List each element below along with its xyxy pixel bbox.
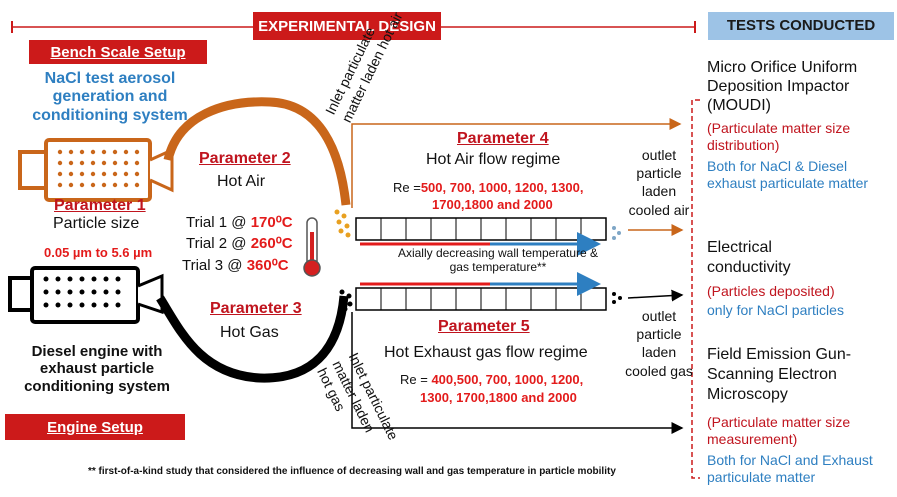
param1-name: Particle size <box>53 215 140 232</box>
param4-re: Re =500, 700, 1000, 1200, 1300, <box>393 180 584 195</box>
engine-setup-label: Engine Setup <box>47 418 143 436</box>
engine-setup-banner: Engine Setup <box>5 414 185 440</box>
gas-test-section <box>355 287 607 311</box>
test-moudi-scope: Both for NaCl & Diesel exhaust particula… <box>707 158 869 191</box>
param3-name: Hot Gas <box>220 324 279 341</box>
outlet-air-label: outlet particle laden cooled air <box>628 147 690 218</box>
test-moudi-name: Micro Orifice Uniform Deposition Impacto… <box>707 59 858 115</box>
bench-setup-banner: Bench Scale Setup <box>29 40 207 64</box>
test-moudi-purpose: (Particulate matter size distribution) <box>707 120 851 153</box>
param4-re-line2: 1700,1800 and 2000 <box>432 197 553 212</box>
param4-title: Parameter 4 <box>457 130 549 147</box>
test-fegsem-scope: Both for NaCl and Exhaust particulate ma… <box>707 452 873 485</box>
test-conductivity-purpose: (Particles deposited) <box>707 283 835 299</box>
outlet-gas-particles <box>612 292 622 304</box>
diesel-particles <box>43 276 121 308</box>
param1-range: 0.05 µm to 5.6 µm <box>44 245 153 260</box>
param2-name: Hot Air <box>217 173 266 190</box>
param4-name: Hot Air flow regime <box>426 151 561 168</box>
arrow-to-moudi <box>351 118 682 208</box>
param5-title: Parameter 5 <box>438 318 530 335</box>
param5-re: Re = 400,500, 700, 1000, 1200, <box>400 372 584 387</box>
param3-title: Parameter 3 <box>210 300 302 317</box>
footnote: ** first-of-a-kind study that considered… <box>88 466 616 477</box>
bench-setup-label: Bench Scale Setup <box>50 43 186 61</box>
experimental-design-label: EXPERIMENTAL DESIGN <box>258 17 436 35</box>
inlet-air-particles <box>334 209 351 238</box>
thermometer-icon <box>303 217 321 277</box>
outlet-gas-label: outlet particle laden cooled gas <box>625 308 693 379</box>
air-test-section <box>355 217 607 241</box>
nacl-generator <box>18 138 174 202</box>
test-fegsem-name: Field Emission Gun- Scanning Electron Mi… <box>707 346 852 403</box>
experimental-design-banner: EXPERIMENTAL DESIGN <box>253 12 441 40</box>
trial-2: Trial 2 @ 260⁰C <box>186 235 293 252</box>
tests-conducted-banner: TESTS CONDUCTED <box>708 12 894 40</box>
trial-3: Trial 3 @ 360⁰C <box>182 257 289 274</box>
inlet-gas-particles <box>339 289 353 312</box>
test-conductivity-name: Electrical conductivity <box>707 239 791 276</box>
param2-title: Parameter 2 <box>199 150 291 167</box>
outlet-air-particles <box>612 226 621 240</box>
arrow-gas-to-conductivity <box>627 289 684 302</box>
arrow-to-fegsem <box>351 312 684 434</box>
gradient-note: Axially decreasing wall temperature & ga… <box>397 246 599 274</box>
hot-gas-pipe <box>156 295 349 383</box>
param5-name: Hot Exhaust gas flow regime <box>384 344 588 361</box>
hot-air-pipe <box>163 97 351 206</box>
trial-1: Trial 1 @ 170⁰C <box>186 214 293 231</box>
bench-description: NaCl test aerosol generation and conditi… <box>32 70 188 124</box>
diesel-engine <box>8 266 164 324</box>
nacl-particles <box>57 149 140 188</box>
tests-conducted-label: TESTS CONDUCTED <box>726 17 876 35</box>
test-conductivity-scope: only for NaCl particles <box>707 302 844 318</box>
test-fegsem-purpose: (Particulate matter size measurement) <box>707 414 851 447</box>
tests-bracket <box>691 99 700 479</box>
param5-re-line2: 1300, 1700,1800 and 2000 <box>420 390 577 405</box>
engine-description: Diesel engine with exhaust particle cond… <box>24 343 170 395</box>
param1-title: Parameter 1 <box>54 197 146 214</box>
